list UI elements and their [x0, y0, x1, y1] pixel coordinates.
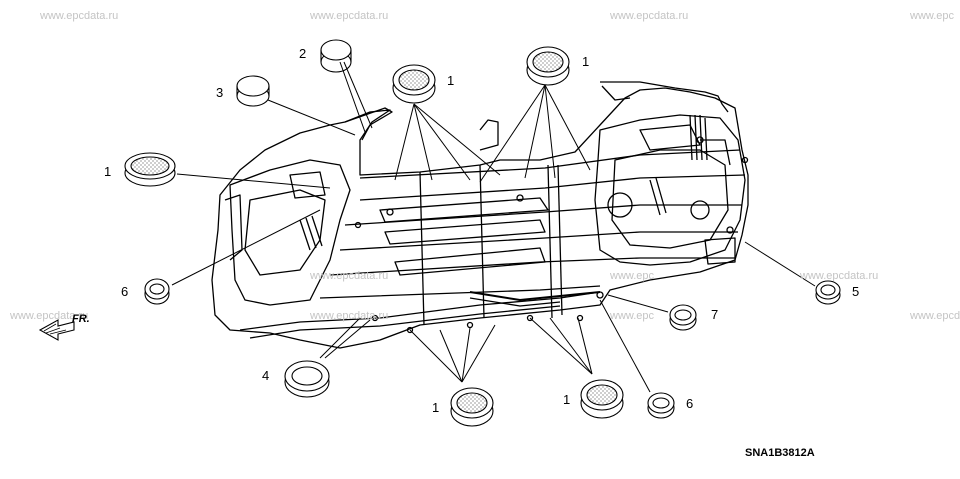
diagram-code: SNA1B3812A: [745, 447, 815, 459]
watermark: www.epcdata.ru: [40, 10, 119, 22]
leader-lines: [171, 61, 816, 393]
callout-number: 6: [686, 396, 694, 411]
callout-number: 1: [563, 392, 571, 407]
grommet-2: [320, 39, 352, 73]
car-underbody-illustration: [211, 81, 749, 349]
grommet-5: [815, 280, 841, 305]
grommet-7: [669, 304, 697, 331]
grommet-1-top-left: [124, 152, 176, 187]
grommet-1-top-right: [526, 46, 570, 86]
grommet-4: [284, 360, 330, 398]
grommet-1-bottom-right: [580, 379, 624, 419]
callout-number: 3: [216, 85, 224, 100]
watermark: www.epcdata.ru: [310, 10, 389, 22]
watermark: www.epcdata.ru: [310, 270, 389, 282]
watermark: www.epc: [610, 270, 655, 282]
callout-number: 4: [262, 368, 270, 383]
watermark: www.epcdata.ru: [310, 310, 389, 322]
callout-number: 5: [852, 284, 860, 299]
callout-number: 2: [299, 46, 307, 61]
direction-arrow-icon: [38, 319, 75, 341]
grommet-1-bottom-center: [450, 387, 494, 427]
watermark: www.epcdata.ru: [800, 270, 879, 282]
watermark: www.epc: [910, 10, 955, 22]
direction-label: FR.: [72, 313, 90, 325]
callout-number: 7: [711, 307, 719, 322]
callout-number: 6: [121, 284, 129, 299]
grommet-1-top-center: [392, 64, 436, 104]
grommet-6-left: [144, 278, 170, 305]
callout-number: 1: [447, 73, 455, 88]
watermark: www.epcdata.ru: [910, 310, 960, 322]
callout-number: 1: [104, 164, 112, 179]
grommet-3: [236, 75, 270, 107]
watermark: www.epcdata.ru: [610, 10, 689, 22]
callout-number: 1: [432, 400, 440, 415]
callout-number: 1: [582, 54, 590, 69]
grommet-6-right: [647, 392, 675, 419]
watermark: www.epcdata.ru: [10, 310, 89, 322]
watermark: www.epc: [610, 310, 655, 322]
